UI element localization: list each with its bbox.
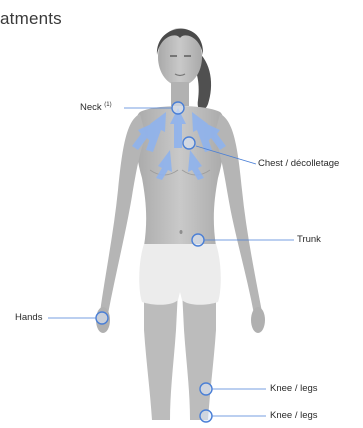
knee-1-marker [200,383,212,395]
chest-marker [183,137,195,149]
knee-label-2: Knee / legs [270,410,318,421]
knee-2-marker [200,410,212,422]
neck-footnote: (1) [104,102,111,108]
trunk-marker [192,234,204,246]
right-leg [182,290,216,420]
neck-marker [172,102,184,114]
trunk-label: Trunk [297,234,321,245]
left-leg [144,290,178,420]
hands-marker [96,312,108,324]
shorts [139,244,221,305]
neck-label: Neck (1) [80,102,112,113]
right-hand [251,307,265,333]
chest-label: Chest / décolletage [258,158,339,169]
knee-label-1: Knee / legs [270,383,318,394]
hands-label: Hands [15,312,42,323]
neck-label-text: Neck [80,102,102,113]
